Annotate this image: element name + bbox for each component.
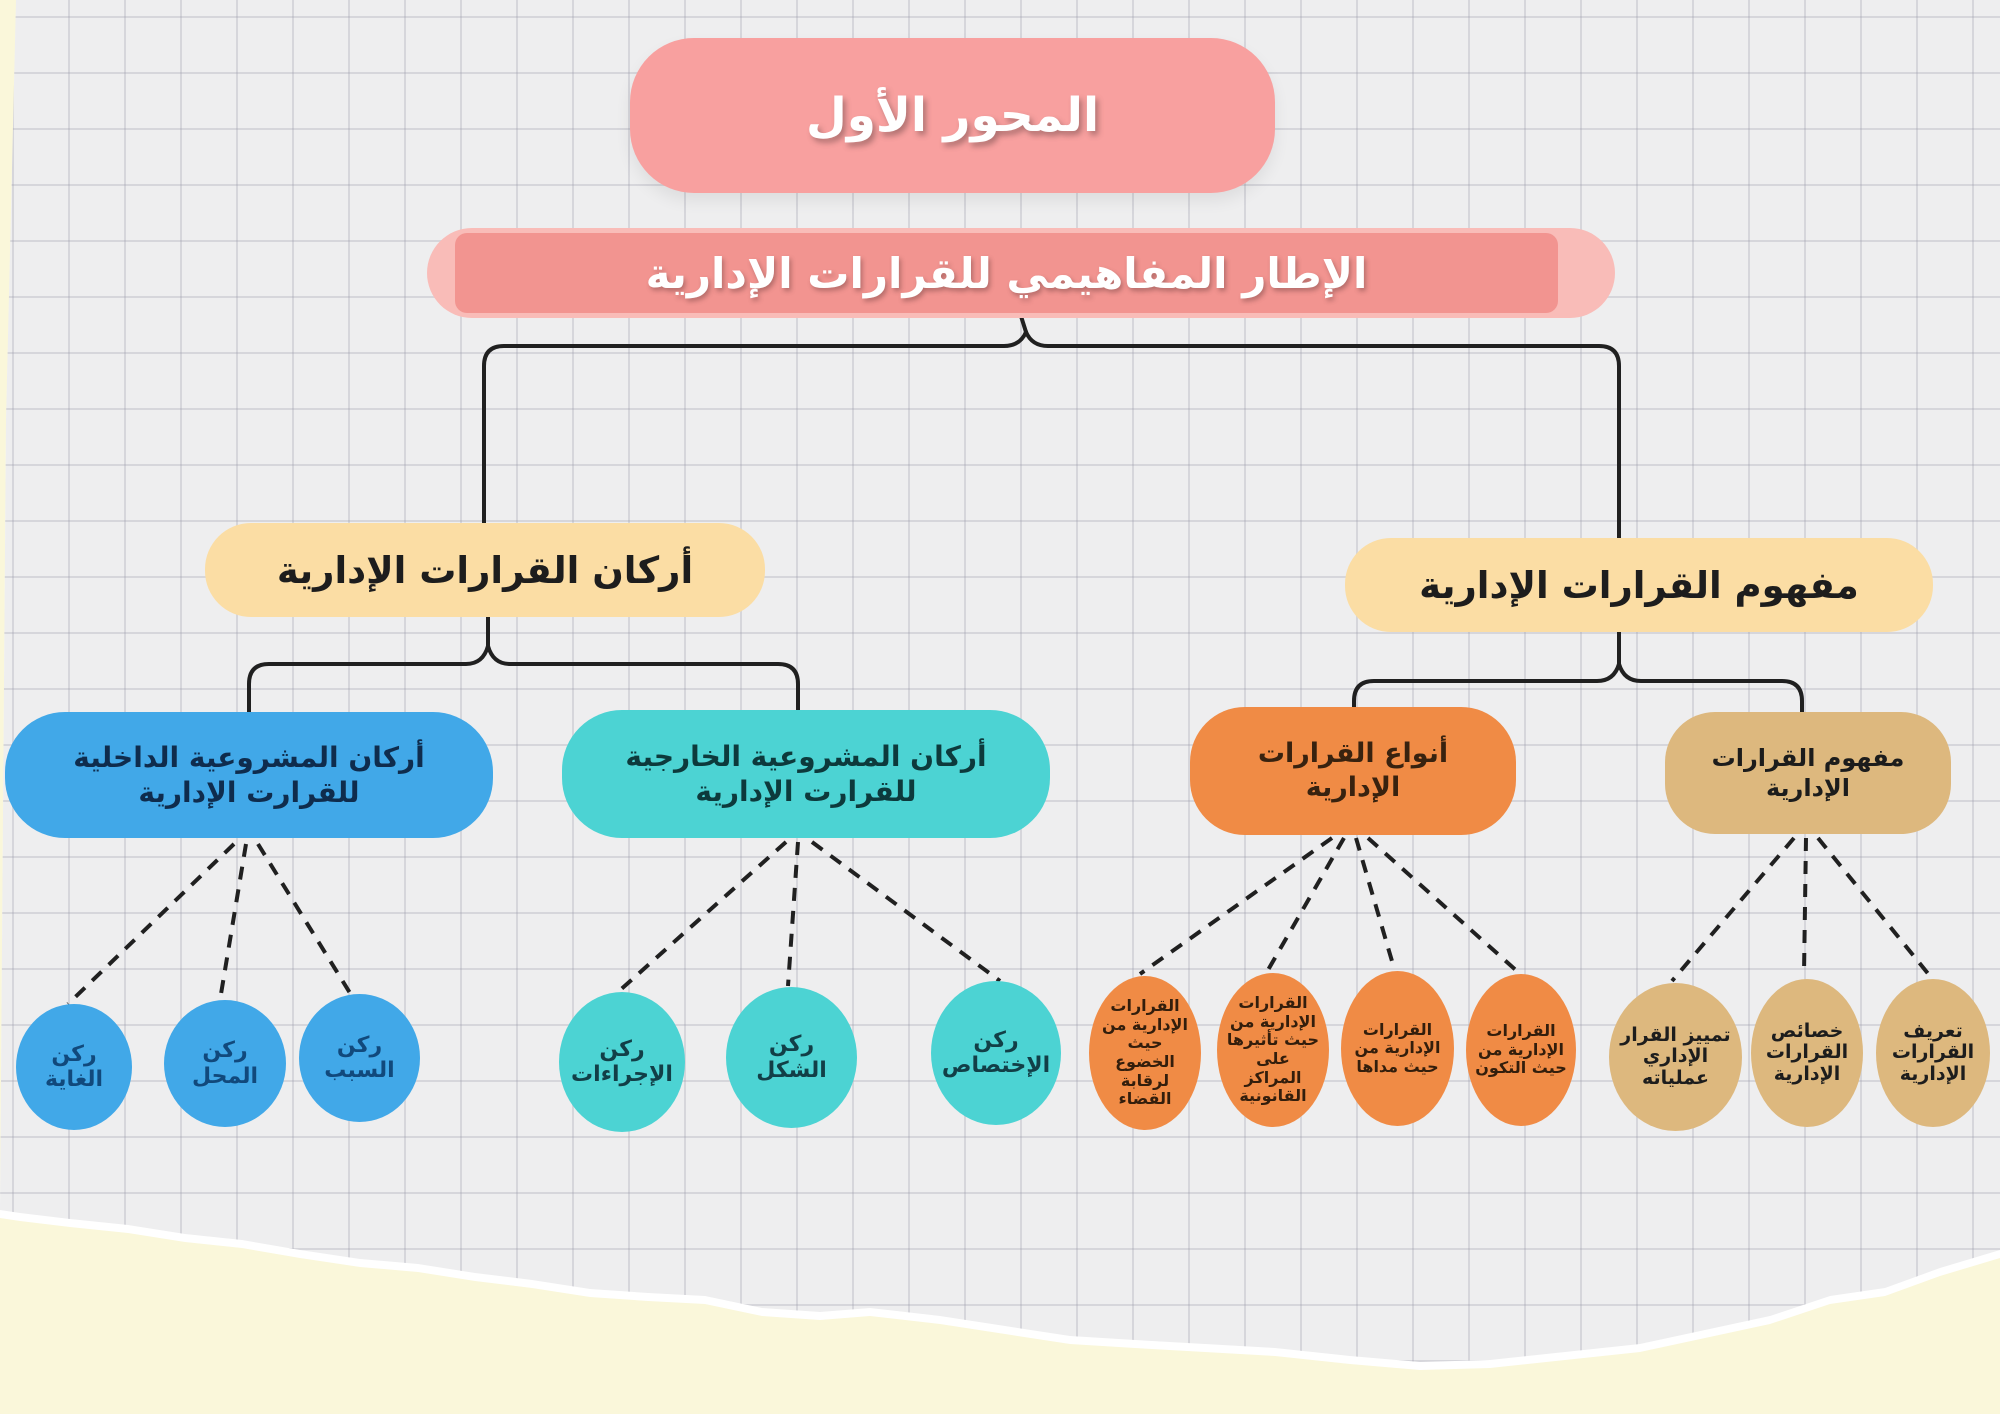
leaf-label: تمييز القرار الإداري عملياته xyxy=(1620,1023,1731,1089)
leaf-node-judicial-oversight: القرارات الإدارية من حيث الخضوع لرقابة ا… xyxy=(1089,976,1201,1130)
branch-mafhoum-label: مفهوم القرارات الإدارية xyxy=(1419,563,1859,607)
leaf-label: ركن الإختصاص xyxy=(941,1027,1051,1078)
group-node-decision-types: أنواع القرارات الإدارية xyxy=(1190,707,1516,835)
dashed-concept-2 xyxy=(1802,837,1808,975)
leaf-node-definition: تعريف القرارات الإدارية xyxy=(1876,979,1990,1127)
group-node-decision-concept: مفهوم القرارات الإدارية xyxy=(1665,712,1951,834)
leaf-node-form-pillar: ركن الشكل xyxy=(726,987,857,1128)
leaf-label: القرارات الإدارية من حيث الخضوع لرقابة ا… xyxy=(1102,996,1188,1109)
dashed-internal-3 xyxy=(256,842,352,995)
group-types-label: أنواع القرارات الإدارية xyxy=(1257,738,1449,803)
dashed-concept-1 xyxy=(1670,836,1796,983)
dashed-external-3 xyxy=(810,840,1002,983)
leaf-label: ركن الإجراءات xyxy=(571,1036,673,1087)
dashed-internal-1 xyxy=(66,842,236,1006)
dashed-internal-2 xyxy=(218,843,248,1001)
leaf-node-competence-pillar: ركن الإختصاص xyxy=(931,981,1061,1125)
leaf-label: ركن السبب xyxy=(324,1032,395,1083)
dashed-types-4 xyxy=(1366,836,1520,974)
title-label: المحور الأول xyxy=(805,88,1100,143)
leaf-label: القرارات الإدارية من حيث تأثيرها على الم… xyxy=(1226,993,1320,1106)
leaf-node-formation: القرارات الإدارية من حيث التكون xyxy=(1466,974,1576,1126)
dashed-concept-3 xyxy=(1816,836,1932,978)
branch-arkan-label: أركان القرارات الإدارية xyxy=(276,548,694,592)
leaf-node-characteristics: خصائص القرارات الإدارية xyxy=(1751,979,1863,1127)
connector-mafhoum-left xyxy=(1352,662,1621,711)
connector-arkan-left xyxy=(247,644,490,714)
dashed-types-2 xyxy=(1266,837,1346,971)
branch-node-arkan: أركان القرارات الإدارية xyxy=(205,523,765,617)
leaf-node-legal-positions-effect: القرارات الإدارية من حيث تأثيرها على الم… xyxy=(1217,973,1329,1127)
connector-root-right xyxy=(1024,330,1621,542)
subtitle-node: الإطار المفاهيمي للقرارات الإدارية xyxy=(455,233,1558,313)
leaf-label: ركن الشكل xyxy=(756,1032,827,1083)
leaf-node-subject-pillar: ركن المحل xyxy=(164,1000,286,1127)
branch-node-mafhoum: مفهوم القرارات الإدارية xyxy=(1345,538,1933,632)
leaf-label: خصائص القرارات الإدارية xyxy=(1765,1019,1849,1085)
leaf-node-distinguishing-decision: تمييز القرار الإداري عملياته xyxy=(1609,983,1742,1131)
connector-mafhoum-right xyxy=(1617,662,1804,716)
group-node-internal-legitimacy: أركان المشروعية الداخلية للقرارت الإداري… xyxy=(5,712,493,838)
group-internal-label: أركان المشروعية الداخلية للقرارت الإداري… xyxy=(73,741,425,809)
group-node-external-legitimacy: أركان المشروعية الخارجية للقرارت الإداري… xyxy=(562,710,1050,838)
leaf-node-scope: القرارات الإدارية من حيث مداها xyxy=(1341,971,1454,1126)
leaf-node-purpose-pillar: ركن الغاية xyxy=(16,1004,132,1130)
leaf-label: ركن المحل xyxy=(191,1038,259,1089)
connector-arkan-right xyxy=(486,644,800,714)
leaf-label: القرارات الإدارية من حيث مداها xyxy=(1354,1019,1441,1076)
leaf-node-cause-pillar: ركن السبب xyxy=(299,994,420,1122)
leaf-label: ركن الغاية xyxy=(44,1041,104,1092)
dashed-types-1 xyxy=(1138,836,1334,976)
group-concept-label: مفهوم القرارات الإدارية xyxy=(1711,744,1905,802)
connector-root-left xyxy=(482,330,1028,526)
group-external-label: أركان المشروعية الخارجية للقرارت الإداري… xyxy=(625,740,987,808)
dashed-external-2 xyxy=(786,841,800,987)
leaf-label: القرارات الإدارية من حيث التكون xyxy=(1475,1021,1567,1078)
dashed-external-1 xyxy=(616,840,788,994)
title-node: المحور الأول xyxy=(630,38,1275,193)
subtitle-label: الإطار المفاهيمي للقرارات الإدارية xyxy=(645,248,1368,298)
leaf-node-procedures-pillar: ركن الإجراءات xyxy=(559,992,685,1132)
leaf-label: تعريف القرارات الإدارية xyxy=(1891,1019,1975,1085)
